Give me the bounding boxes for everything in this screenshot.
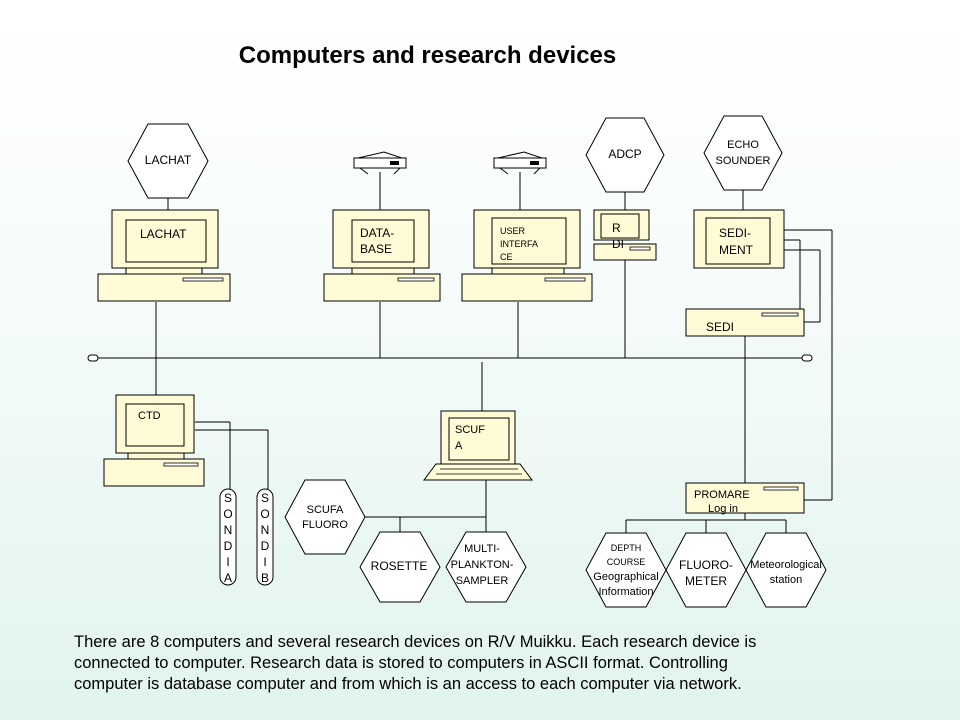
sondi-a-letter: A	[224, 571, 232, 585]
adcp-label: ADCP	[608, 147, 641, 161]
fluorometer-hex: FLUORO- METER	[665, 532, 747, 608]
sondi-b: S O N D I B	[256, 488, 274, 586]
sondi-b-letter: I	[263, 555, 266, 569]
sondi-a: S O N D I A	[219, 488, 237, 586]
multi-label-2: PLANKTON-	[451, 559, 514, 571]
sondi-a-letter: D	[224, 539, 233, 553]
sondi-a-letter: S	[224, 491, 232, 505]
computer-scufa-laptop: SCUF A	[423, 410, 533, 481]
lachat-hex-label: LACHAT	[145, 153, 192, 167]
depth-label-1: DEPTH	[611, 543, 642, 553]
sedi-label: SEDI	[706, 320, 734, 334]
computer-scufa-label-2: A	[455, 440, 463, 452]
multi-label-3: SAMPLER	[456, 575, 509, 587]
computer-rdi-label-1: R	[612, 221, 621, 235]
multiplankton-sampler-hex: MULTI- PLANKTON- SAMPLER	[445, 531, 527, 603]
computer-user-label-2: INTERFA	[500, 239, 538, 249]
meteo-label-2: station	[770, 574, 802, 586]
computer-sediment-label-1: SEDI-	[719, 226, 751, 240]
echo-label-1: ECHO	[727, 139, 759, 151]
meteorological-station-hex: Meteorological station	[745, 532, 827, 608]
computer-database-label-2: BASE	[360, 242, 392, 256]
computer-lachat-label: LACHAT	[140, 227, 187, 241]
computer-user-interface: USER INTERFA CE	[461, 209, 593, 302]
computer-sediment: SEDI- MENT	[693, 209, 785, 269]
computer-database-label-1: DATA-	[360, 226, 394, 240]
sondi-b-letter: B	[261, 571, 269, 585]
meteo-label-1: Meteorological	[750, 559, 822, 571]
depth-label-4: Information	[598, 586, 653, 598]
fluoro-label-2: METER	[685, 574, 727, 588]
caption-line: connected to computer. Research data is …	[74, 654, 728, 672]
promare-device: PROMARE Log in	[685, 482, 805, 515]
depth-label-2: COURSE	[607, 557, 646, 567]
computer-lachat: LACHAT	[97, 209, 231, 302]
caption-line: There are 8 computers and several resear…	[74, 633, 757, 651]
multi-label-1: MULTI-	[464, 543, 500, 555]
caption: There are 8 computers and several resear…	[74, 632, 894, 695]
printer-icon	[493, 151, 547, 175]
depth-label-3: Geographical	[593, 571, 658, 583]
lachat-hex: LACHAT	[127, 123, 209, 199]
computer-ctd: CTD	[103, 394, 205, 487]
network-lines	[98, 172, 833, 533]
scufa-fluoro-label-2: FLUORO	[302, 519, 348, 531]
backbone-end-right	[801, 354, 813, 362]
printer-icon	[353, 151, 407, 175]
slide-title: Computers and research devices	[238, 42, 617, 69]
computer-user-label-1: USER	[500, 226, 526, 236]
computer-rdi: R DI	[593, 209, 657, 261]
adcp-hex: ADCP	[585, 117, 665, 193]
sedi-device: SEDI	[685, 308, 805, 337]
computer-sediment-label-2: MENT	[719, 243, 754, 257]
computer-ctd-label: CTD	[138, 410, 161, 422]
sondi-a-letter: N	[224, 523, 233, 537]
echo-label-2: SOUNDER	[715, 155, 770, 167]
rosette-label: ROSETTE	[371, 559, 428, 573]
sondi-b-letter: D	[261, 539, 270, 553]
fluoro-label-1: FLUORO-	[679, 558, 733, 572]
sondi-b-letter: O	[260, 507, 269, 521]
caption-line: computer is database computer and from w…	[74, 675, 742, 693]
sondi-b-letter: N	[261, 523, 270, 537]
scufa-fluoro-hex: SCUFA FLUORO	[284, 479, 366, 555]
backbone-end-left	[87, 354, 99, 362]
promare-label-1: PROMARE	[694, 489, 750, 501]
sondi-a-letter: I	[226, 555, 229, 569]
computer-scufa-label-1: SCUF	[455, 424, 485, 436]
computer-user-label-3: CE	[500, 252, 513, 262]
scufa-fluoro-label-1: SCUFA	[307, 504, 344, 516]
promare-label-2: Log in	[708, 503, 738, 515]
depth-course-hex: DEPTH COURSE Geographical Information	[585, 532, 667, 608]
echo-sounder-hex: ECHO SOUNDER	[703, 115, 783, 191]
sondi-a-letter: O	[223, 507, 232, 521]
computer-rdi-label-2: DI	[612, 237, 624, 251]
rosette-hex: ROSETTE	[359, 531, 441, 603]
sondi-b-letter: S	[261, 491, 269, 505]
computer-database: DATA- BASE	[323, 209, 441, 302]
